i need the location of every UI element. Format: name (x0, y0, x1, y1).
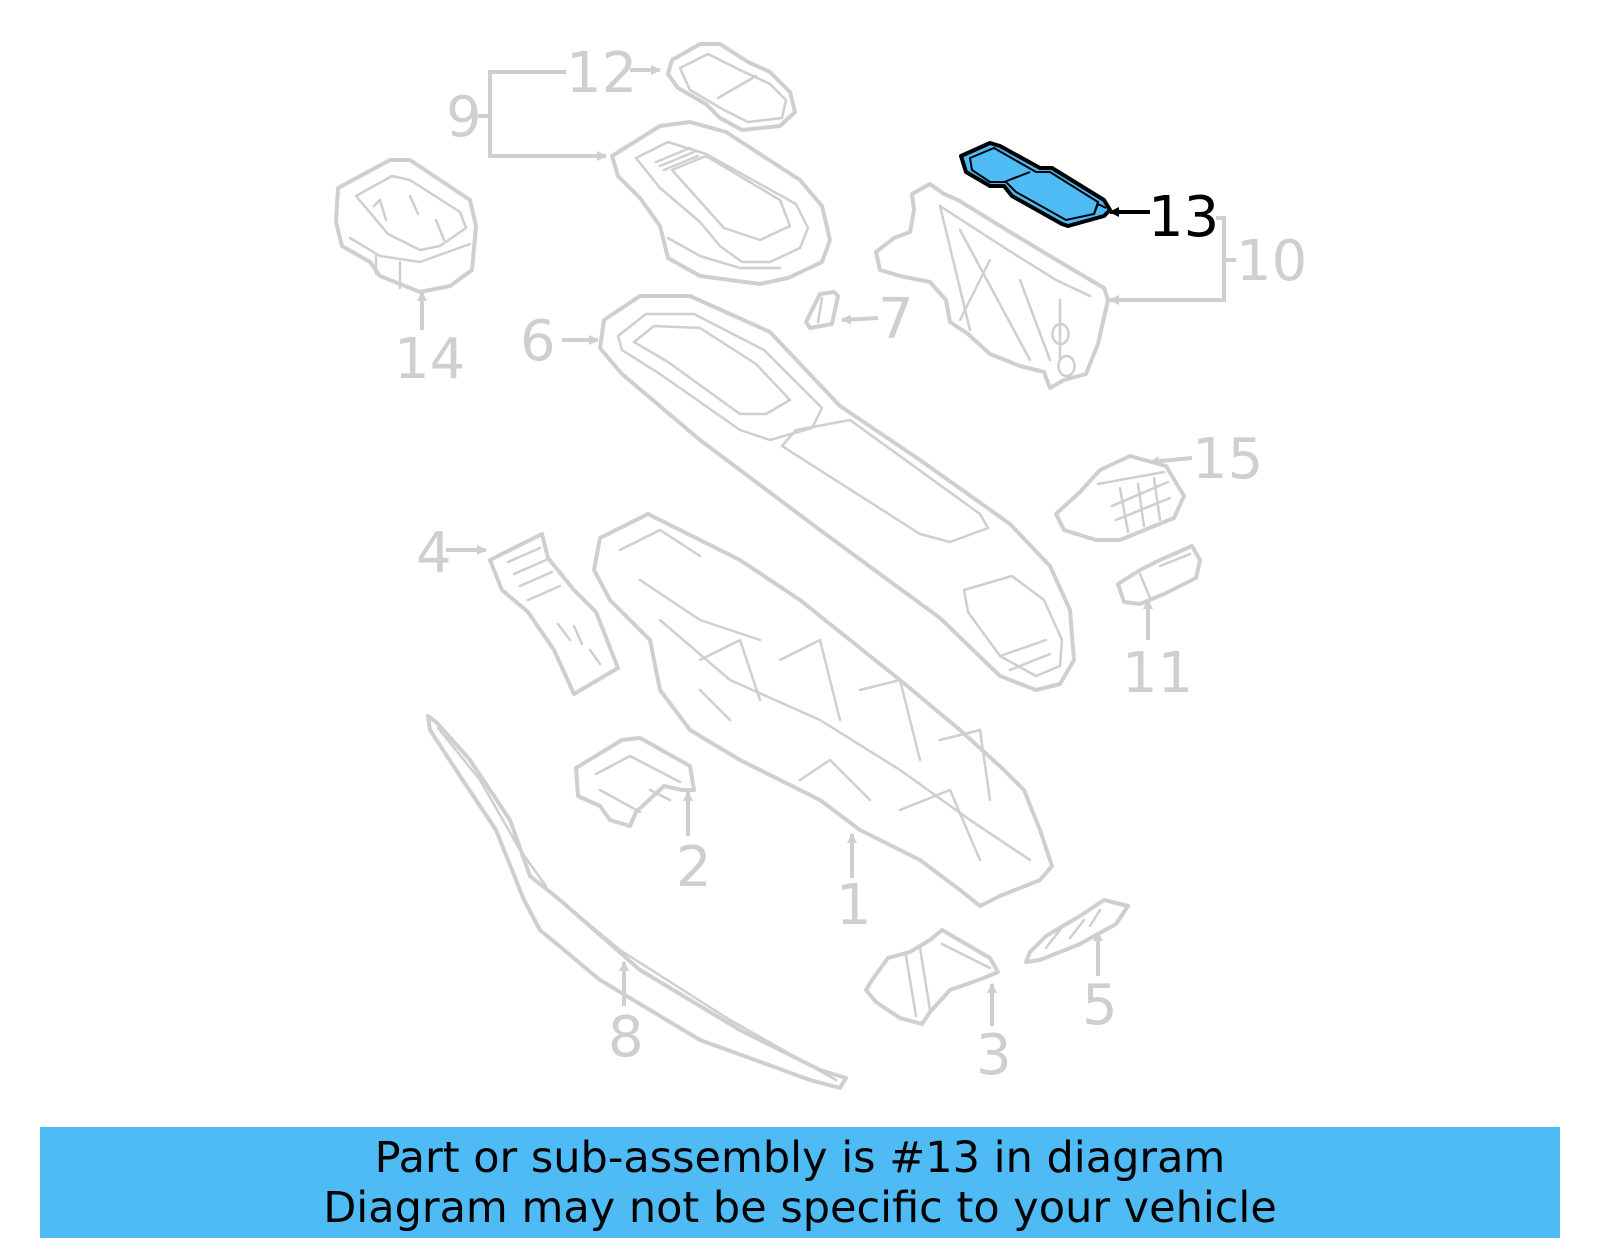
callout-10[interactable]: 10 (1109, 216, 1307, 305)
part-13-highlighted[interactable] (959, 141, 1112, 228)
callout-12[interactable]: 12 (566, 41, 661, 106)
callout-6[interactable]: 6 (520, 309, 599, 374)
svg-text:7: 7 (878, 287, 914, 352)
banner-line-part: Part or sub-assembly is #13 in diagram (374, 1132, 1226, 1183)
svg-text:13: 13 (1148, 185, 1219, 250)
svg-text:10: 10 (1236, 229, 1307, 294)
part-9-armrest-bin[interactable] (610, 120, 832, 286)
callout-1[interactable]: 1 (836, 833, 872, 938)
part-3-bracket[interactable] (864, 928, 1000, 1026)
svg-text:9: 9 (446, 85, 482, 150)
callout-8[interactable]: 8 (608, 961, 644, 1070)
banner-line-disclaimer: Diagram may not be specific to your vehi… (323, 1182, 1277, 1233)
part-7-clip[interactable] (804, 290, 840, 330)
part-6-trim-panel[interactable] (598, 294, 1076, 692)
svg-text:6: 6 (520, 309, 556, 374)
part-8-side-trim[interactable] (426, 714, 848, 1090)
svg-text:15: 15 (1192, 427, 1263, 492)
part-14-cupholder[interactable] (334, 158, 478, 294)
part-1-main-frame[interactable] (592, 512, 1054, 908)
svg-text:4: 4 (416, 521, 452, 586)
callout-14[interactable]: 14 (394, 291, 465, 392)
callout-13[interactable]: 13 (1109, 185, 1219, 250)
info-banner: Part or sub-assembly is #13 in diagram D… (40, 1127, 1560, 1238)
callout-9[interactable]: 9 (446, 70, 607, 161)
svg-text:1: 1 (836, 873, 872, 938)
svg-text:12: 12 (566, 41, 637, 106)
svg-text:11: 11 (1122, 641, 1193, 706)
callout-15[interactable]: 15 (1149, 427, 1263, 492)
callout-3[interactable]: 3 (976, 983, 1012, 1088)
svg-text:3: 3 (976, 1023, 1012, 1088)
svg-text:5: 5 (1082, 973, 1118, 1038)
part-10-console-frame[interactable] (874, 182, 1110, 390)
part-2-bracket[interactable] (574, 736, 696, 828)
callout-11[interactable]: 11 (1122, 599, 1193, 706)
svg-text:8: 8 (608, 1005, 644, 1070)
svg-text:2: 2 (676, 835, 712, 900)
callout-5[interactable]: 5 (1082, 931, 1118, 1038)
callout-4[interactable]: 4 (416, 521, 487, 586)
callout-7[interactable]: 7 (841, 287, 914, 352)
part-15-vent[interactable] (1054, 454, 1186, 542)
part-11-switch[interactable] (1116, 544, 1202, 606)
part-4-bracket[interactable] (488, 532, 620, 696)
part-12-lid[interactable] (666, 42, 797, 132)
callout-2[interactable]: 2 (676, 791, 712, 900)
svg-text:14: 14 (394, 327, 465, 392)
part-5-trim-strip[interactable] (1024, 898, 1130, 964)
